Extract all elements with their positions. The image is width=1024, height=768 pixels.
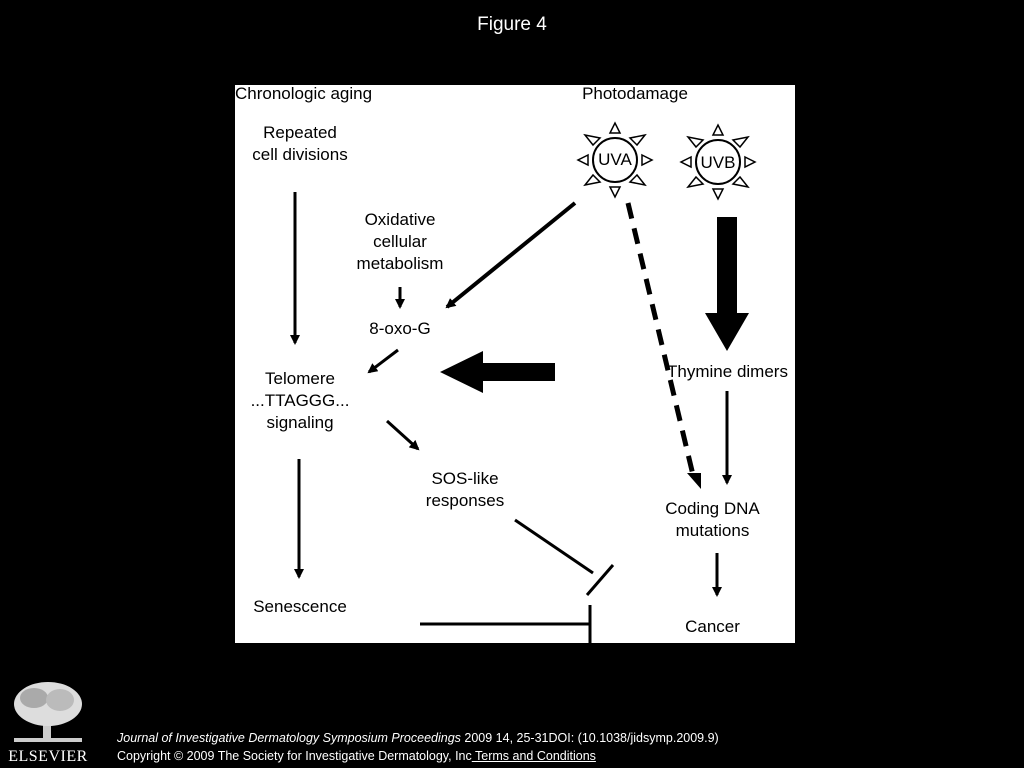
uvb-big-down-arrow xyxy=(705,217,749,351)
diagram-panel: Chronologic aging Photodamage UVA UVB Re… xyxy=(235,84,795,643)
uvb-label: UVB xyxy=(700,153,736,172)
oxidative-metabolism-label: Oxidative cellular metabolism xyxy=(356,210,444,273)
elsevier-logo: ELSEVIER xyxy=(8,680,88,768)
uva-sun-icon xyxy=(576,121,654,199)
citation-details: 2009 14, 25-31DOI: (10.1038/jidsymp.2009… xyxy=(460,731,719,745)
chronologic-aging-label: Chronologic aging xyxy=(235,84,373,103)
sos-inhibit-bar xyxy=(585,564,615,596)
uva-label: UVA xyxy=(598,150,632,169)
footer: Journal of Investigative Dermatology Sym… xyxy=(117,729,719,765)
arrow-telomere-to-sos xyxy=(385,419,420,451)
diagram-arrows xyxy=(290,121,757,643)
cancer-label: Cancer xyxy=(685,617,740,636)
uvb-sun-icon xyxy=(679,123,757,201)
repeated-cell-divisions-label: Repeated cell divisions xyxy=(252,123,348,164)
coding-dna-label: Coding DNA mutations xyxy=(665,499,760,540)
arrow-uva-to-oxog xyxy=(445,201,577,309)
thymine-dimers-label: Thymine dimers xyxy=(667,362,788,381)
oxo-g-label: 8-oxo-G xyxy=(369,319,431,338)
uva-dashed-arrowhead xyxy=(687,473,701,489)
sos-inhibit-line xyxy=(514,518,594,575)
copyright-line: Copyright © 2009 The Society for Investi… xyxy=(117,747,719,765)
copyright-text: Copyright © 2009 The Society for Investi… xyxy=(117,749,472,763)
elsevier-logo-text: ELSEVIER xyxy=(8,748,88,765)
photodamage-label: Photodamage xyxy=(582,84,688,103)
senescence-label: Senescence xyxy=(253,597,347,616)
tree-logo-icon xyxy=(14,682,82,742)
citation-line: Journal of Investigative Dermatology Sym… xyxy=(117,729,719,747)
telomere-label: Telomere ...TTAGGG... signaling xyxy=(250,369,350,432)
big-left-arrow xyxy=(440,351,555,393)
terms-link[interactable]: Terms and Conditions xyxy=(471,749,596,763)
uva-dashed-arrow xyxy=(625,202,696,476)
sos-like-label: SOS-like responses xyxy=(425,469,505,510)
journal-name: Journal of Investigative Dermatology Sym… xyxy=(117,731,461,745)
arrow-oxog-to-telomere xyxy=(367,348,399,374)
figure-title: Figure 4 xyxy=(477,14,547,35)
